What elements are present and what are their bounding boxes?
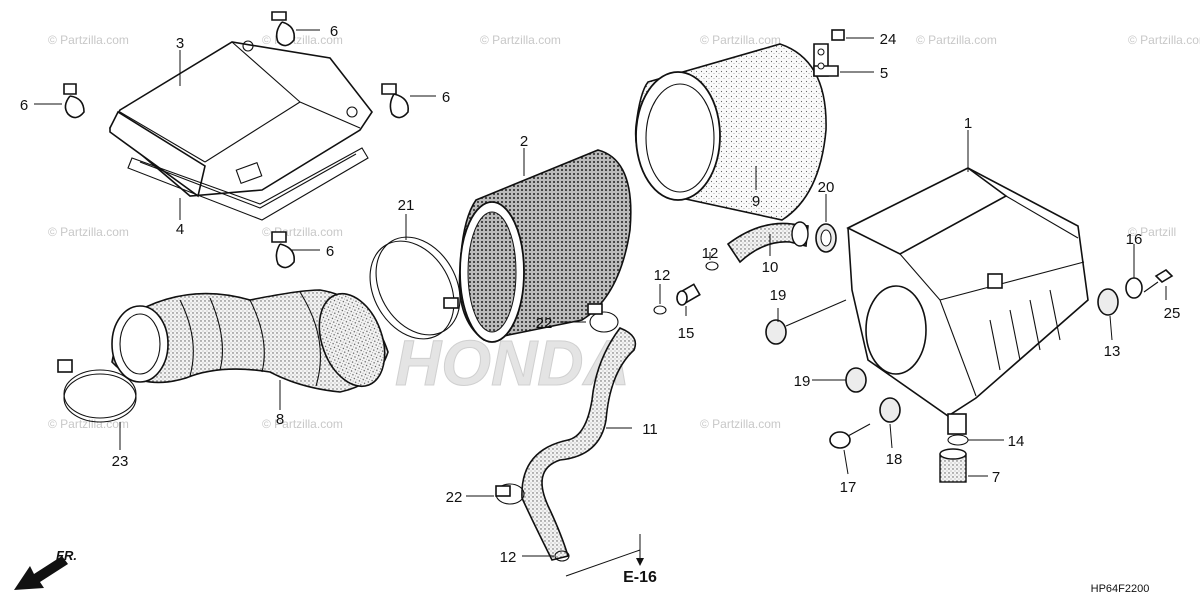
callout-2: 2 xyxy=(520,133,528,150)
direction-arrow-icon xyxy=(14,556,68,590)
part-grommet xyxy=(879,397,901,423)
callout-25: 25 xyxy=(1164,305,1181,322)
watermark: © Partzilla.com xyxy=(48,225,129,239)
part-clamp xyxy=(587,303,619,333)
honda-watermark: HONDA xyxy=(395,327,630,399)
part-grommet xyxy=(1097,288,1119,316)
part-clip xyxy=(554,550,570,562)
reference-label: E-16 xyxy=(623,569,657,586)
part-bolt xyxy=(1143,268,1174,293)
callout-18: 18 xyxy=(886,451,903,468)
watermark: © Partzilla.com xyxy=(700,33,781,47)
part-intake-tube xyxy=(111,289,389,393)
callout-6: 6 xyxy=(326,243,334,260)
watermark: © Partzilla.com xyxy=(700,417,781,431)
callout-22: 22 xyxy=(446,489,463,506)
part-joint xyxy=(676,283,701,306)
part-air-cleaner-case xyxy=(846,167,1089,435)
callout-17: 17 xyxy=(840,479,857,496)
front-direction-indicator: FR. xyxy=(14,548,77,590)
watermark: © Partzilla.com xyxy=(48,33,129,47)
watermark-layer: © Partzilla.com © Partzilla.com © Partzi… xyxy=(48,33,1200,431)
callout-12: 12 xyxy=(654,267,671,284)
callout-11: 11 xyxy=(642,421,658,438)
part-band xyxy=(369,236,461,340)
part-drain-tube xyxy=(521,327,637,561)
reference-arrow-icon xyxy=(636,558,644,566)
callout-21: 21 xyxy=(398,197,415,214)
part-clip xyxy=(63,83,85,119)
callout-12: 12 xyxy=(500,549,517,566)
callout-24: 24 xyxy=(880,31,897,48)
part-foam-filter xyxy=(634,43,827,221)
callout-9: 9 xyxy=(752,193,760,210)
callout-5: 5 xyxy=(880,65,888,82)
watermark: © Partzill xyxy=(1128,225,1176,239)
watermark: © Partzilla.com xyxy=(1128,33,1200,47)
part-breather-hose xyxy=(726,221,809,264)
callout-4: 4 xyxy=(176,221,184,238)
part-clip-ring xyxy=(947,434,969,446)
callout-22: 22 xyxy=(536,315,553,332)
part-clamp xyxy=(495,483,525,505)
part-band xyxy=(57,359,137,423)
callout-6: 6 xyxy=(20,97,28,114)
callout-14: 14 xyxy=(1008,433,1025,450)
callout-16: 16 xyxy=(1126,231,1143,248)
watermark: © Partzilla.com xyxy=(916,33,997,47)
watermark: © Partzilla.com xyxy=(480,33,561,47)
part-mesh-filter xyxy=(458,149,632,343)
watermark: © Partzilla.com xyxy=(262,417,343,431)
callout-20: 20 xyxy=(818,179,835,196)
callout-23: 23 xyxy=(112,453,129,470)
part-drain-plug xyxy=(939,448,967,483)
part-clip xyxy=(271,11,296,47)
part-clip xyxy=(653,305,667,315)
callout-15: 15 xyxy=(678,325,695,342)
part-clip xyxy=(271,231,296,269)
callout-13: 13 xyxy=(1104,343,1121,360)
callout-layer: 1 2 3 4 5 6 6 6 6 7 8 9 10 11 12 12 12 1… xyxy=(20,23,1181,566)
callout-19: 19 xyxy=(770,287,787,304)
callout-3: 3 xyxy=(176,35,184,52)
part-grommet xyxy=(765,319,787,345)
callout-6: 6 xyxy=(442,89,450,106)
callout-19: 19 xyxy=(794,373,811,390)
part-clip xyxy=(705,261,719,271)
watermark: © Partzilla.com xyxy=(48,417,129,431)
part-collar xyxy=(1125,277,1143,299)
part-bolt xyxy=(831,29,845,41)
callout-12: 12 xyxy=(702,245,719,262)
part-grommet xyxy=(815,223,837,253)
part-grommet xyxy=(845,367,867,393)
callout-7: 7 xyxy=(992,469,1000,486)
part-screw xyxy=(829,423,871,449)
part-bracket xyxy=(813,43,839,77)
part-air-duct-cover xyxy=(108,40,373,198)
direction-label: FR. xyxy=(56,548,77,563)
part-clip xyxy=(381,83,410,119)
callout-8: 8 xyxy=(276,411,284,428)
part-gasket xyxy=(127,147,369,221)
callout-1: 1 xyxy=(964,115,972,132)
callout-6: 6 xyxy=(330,23,338,40)
diagram-code: HP64F2200 xyxy=(1091,583,1150,595)
callout-10: 10 xyxy=(762,259,779,276)
